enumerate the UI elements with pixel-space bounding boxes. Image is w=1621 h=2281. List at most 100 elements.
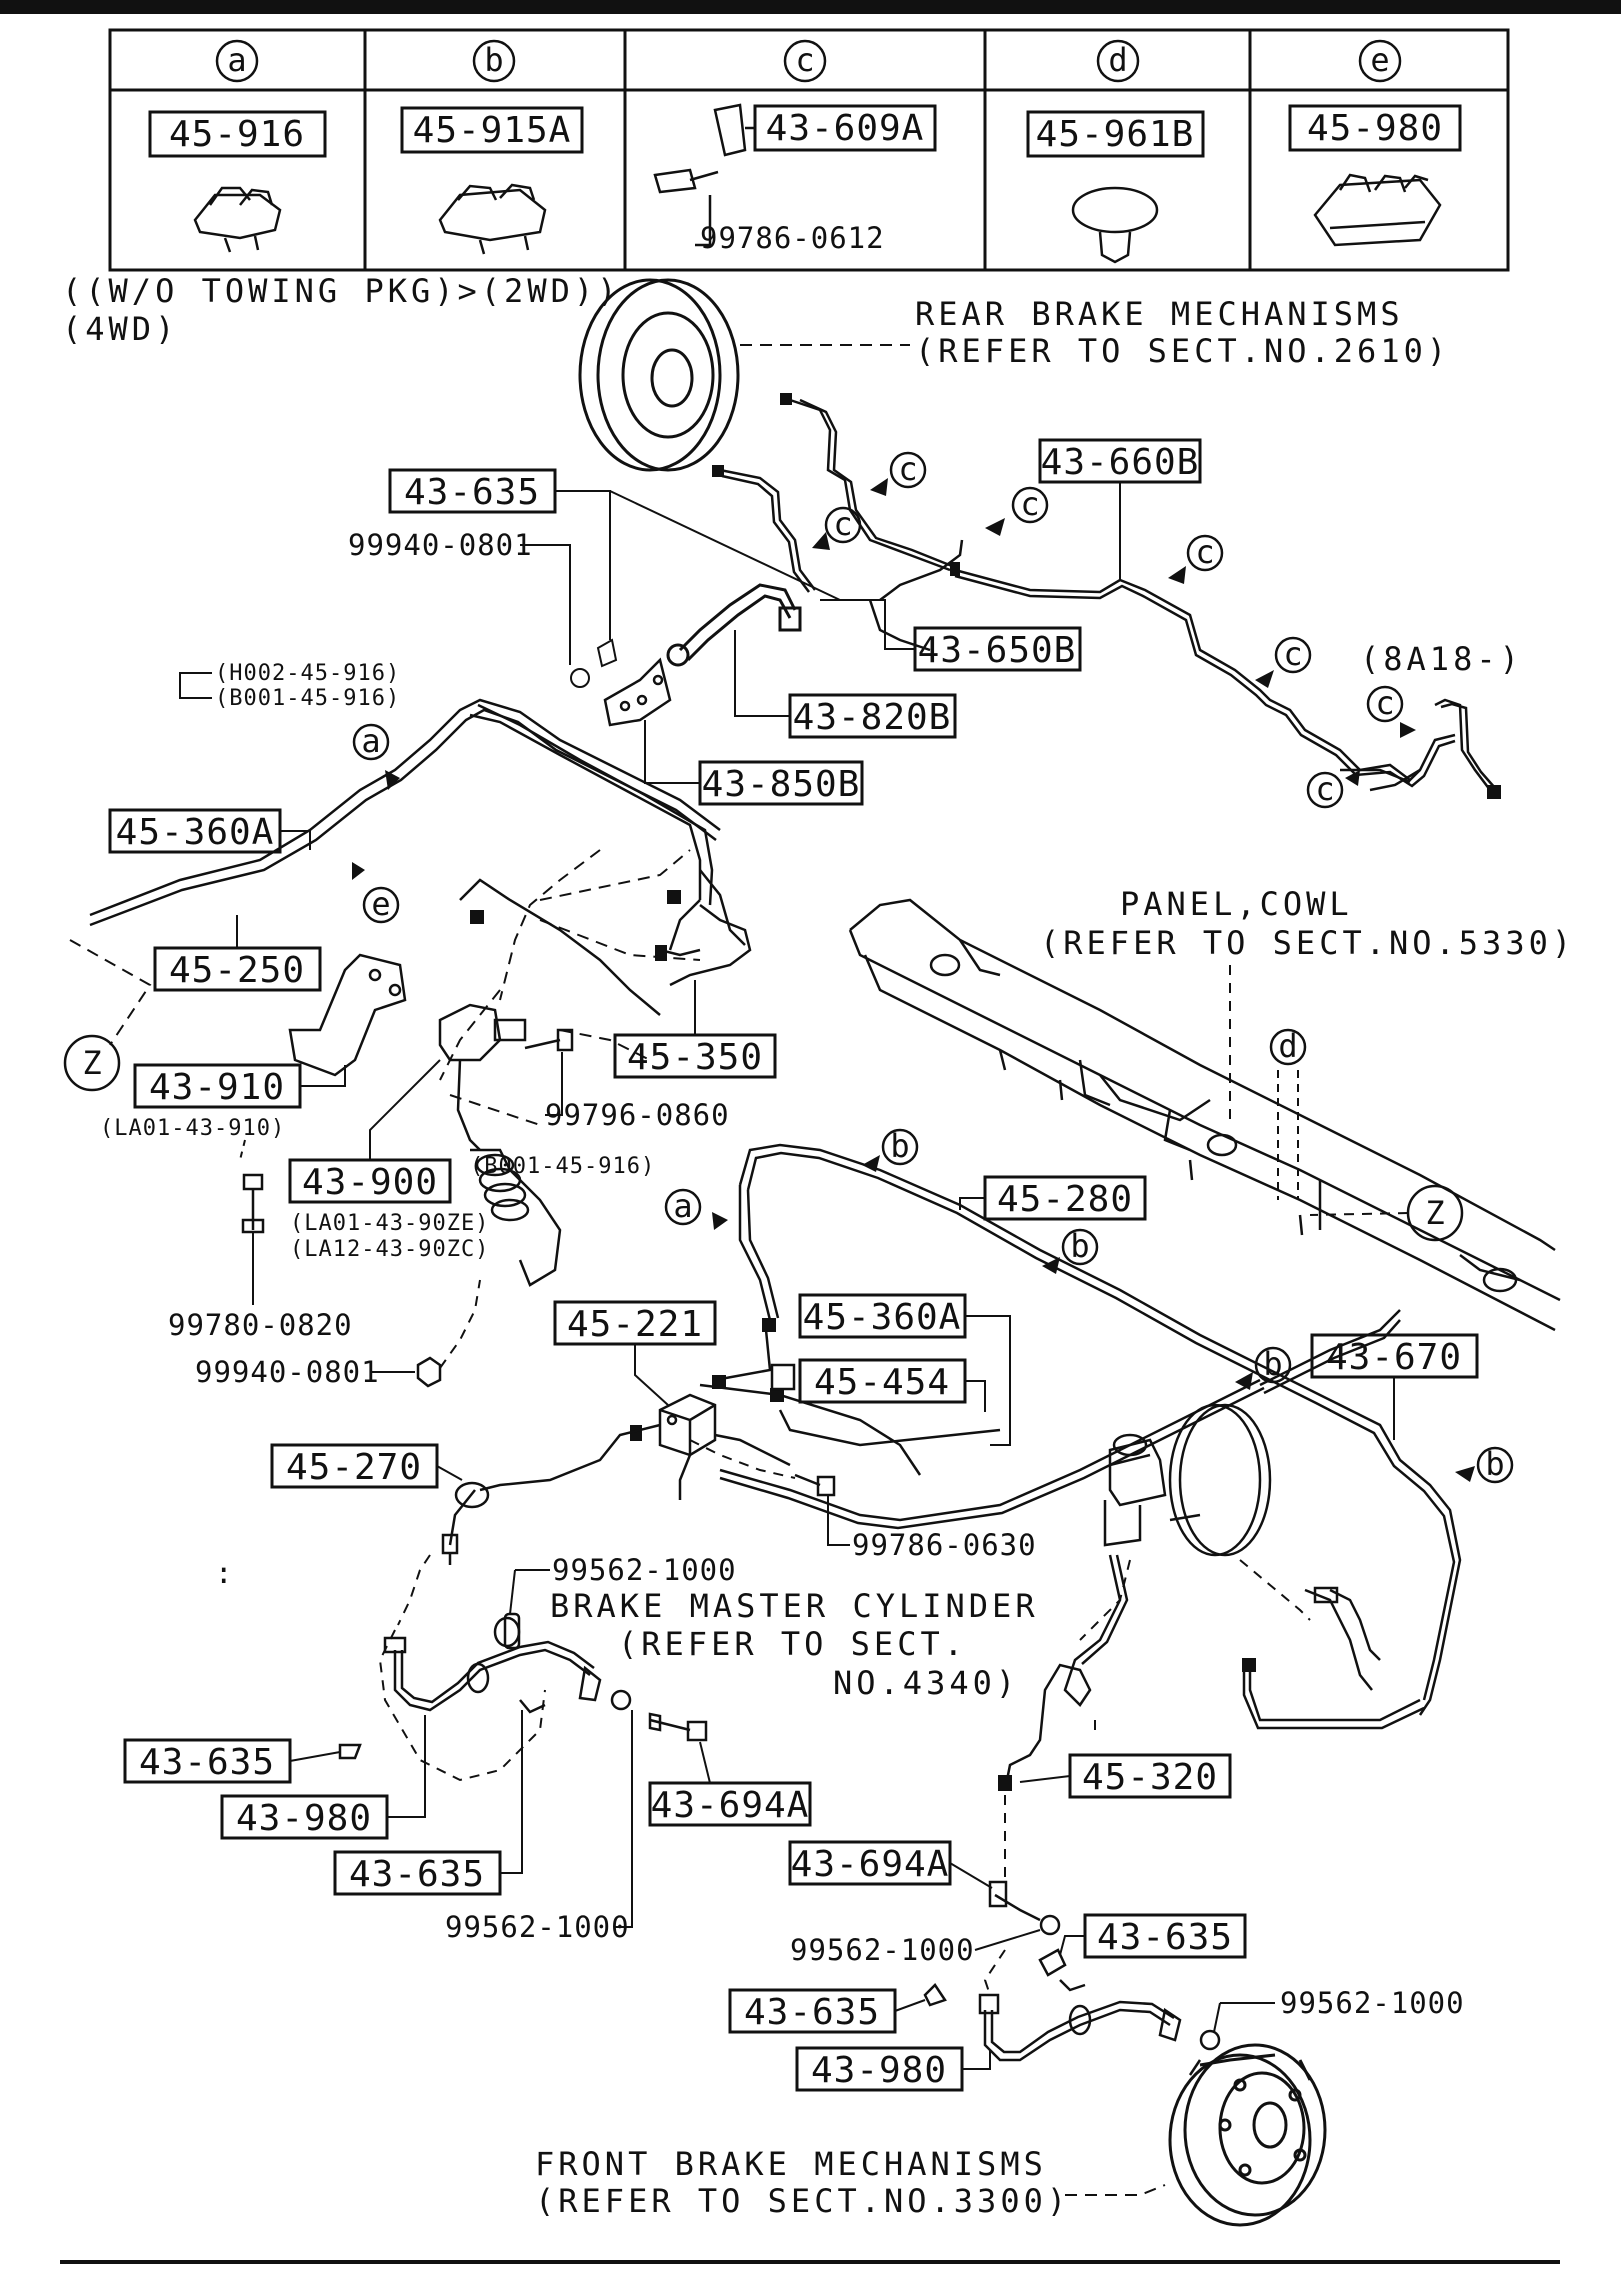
- front-brake-note-1: FRONT BRAKE MECHANISMS: [535, 2145, 1047, 2183]
- svg-text:d: d: [1108, 41, 1127, 79]
- leader-99796-0860: [545, 1052, 563, 1116]
- callout-a-top: a: [352, 722, 390, 761]
- svg-text:b: b: [890, 1127, 909, 1165]
- svg-text:b: b: [1263, 1345, 1282, 1383]
- svg-text:45-221: 45-221: [567, 1304, 703, 1345]
- front-brake-leader: [1065, 2184, 1166, 2196]
- dashed-right-front: [983, 1949, 1006, 1996]
- svg-text:43-910: 43-910: [149, 1067, 285, 1108]
- leader-43-980-l: [387, 1715, 426, 1818]
- svg-text:43-900: 43-900: [302, 1162, 438, 1203]
- leader-45-270: [436, 1465, 463, 1481]
- bolt-99796-icon: [524, 1028, 574, 1052]
- leader-43-650b: [820, 599, 915, 650]
- rear-brake-note-2: (REFER TO SECT.NO.2610): [915, 332, 1450, 370]
- leader-43-635-top: [555, 490, 611, 640]
- proportioning-valve-icon: [438, 1003, 562, 1287]
- svg-text:45-280: 45-280: [997, 1179, 1133, 1220]
- box-45-454: 45-454: [798, 1358, 967, 1404]
- box-45-360a-mid: 45-360A: [798, 1293, 967, 1339]
- left-fittings: [470, 890, 681, 961]
- ref-bracket: [179, 672, 212, 699]
- svg-text:c: c: [1375, 684, 1394, 722]
- svg-text:b: b: [1485, 1445, 1504, 1483]
- leader-45-360a-mid: [965, 1315, 1011, 1446]
- box-45-280: 45-280: [983, 1175, 1147, 1221]
- svg-text:b: b: [484, 41, 503, 79]
- master-cyl-note-2: (REFER TO SECT.: [618, 1625, 967, 1663]
- leader-43-635-l1: [289, 1751, 341, 1762]
- svg-text:a: a: [361, 722, 380, 760]
- leader-45-280: [959, 1197, 985, 1210]
- leader-99786-0630: [827, 1495, 850, 1546]
- legend-part-a: 45-916: [148, 110, 327, 158]
- svg-text:Z: Z: [82, 1044, 101, 1082]
- ref-la01-90ze: (LA01-43-90ZE): [290, 1211, 489, 1236]
- svg-text:43-670: 43-670: [1326, 1337, 1462, 1378]
- box-43-635-r1: 43-635: [1083, 1913, 1247, 1959]
- master-cyl-note-3: NO.4340): [833, 1664, 1019, 1702]
- ref-h002: (H002-45-916): [215, 661, 400, 686]
- svg-text:c: c: [1283, 635, 1302, 673]
- panel-cowl-note-2: (REFER TO SECT.NO.5330): [1040, 924, 1575, 962]
- bolt-99786-0630-icon: [794, 1473, 836, 1497]
- label-99562-1000-b: 99562-1000: [445, 1910, 630, 1944]
- arrow-b-2: [1042, 1257, 1060, 1274]
- master-cyl-note-1: BRAKE MASTER CYLINDER: [550, 1587, 1039, 1625]
- leader-45-360a-left: [280, 830, 311, 850]
- legend-letter-d: d: [1096, 39, 1140, 83]
- box-43-980-r: 43-980: [795, 2046, 964, 2092]
- box-45-221: 45-221: [553, 1300, 717, 1346]
- callout-b-3: b: [1254, 1345, 1292, 1384]
- box-43-650b: 43-650B: [913, 626, 1082, 672]
- svg-text:43-694A: 43-694A: [651, 1785, 810, 1826]
- fitting-45-320: [998, 1775, 1012, 1791]
- callout-z-right: Z: [1406, 1184, 1464, 1242]
- front-brake-note-2: (REFER TO SECT.NO.3300): [535, 2182, 1070, 2220]
- leader-43-635-l2: [500, 1710, 523, 1874]
- drive-note: (4WD): [62, 310, 178, 348]
- svg-text:c: c: [833, 505, 852, 543]
- svg-text:45-916: 45-916: [169, 114, 305, 155]
- svg-text:a: a: [673, 1187, 692, 1225]
- leader-43-850b: [644, 720, 700, 784]
- label-99796-0860: 99796-0860: [545, 1098, 730, 1132]
- loop-line-45-320: [1003, 1554, 1129, 1791]
- panel-cowl-note-1: PANEL,COWL: [1120, 885, 1353, 923]
- box-45-320: 45-320: [1068, 1753, 1232, 1799]
- label-99562-1000-a: 99562-1000: [552, 1553, 737, 1587]
- leader-99562-c: [974, 1929, 1041, 1951]
- callout-c-group: c c c c c c c: [824, 450, 1404, 809]
- box-45-270: 45-270: [270, 1443, 439, 1489]
- leader-99940-0801-top: [520, 544, 571, 665]
- svg-text:45-360A: 45-360A: [803, 1297, 962, 1338]
- d-dashed: [1277, 1070, 1299, 1200]
- leader-43-900: [369, 1059, 441, 1160]
- svg-text:43-820B: 43-820B: [793, 697, 952, 738]
- dashed-master-cyl: [1079, 1559, 1131, 1641]
- callout-arrows-c: [812, 478, 1416, 786]
- arrow-b-1: [862, 1155, 880, 1172]
- dashed-99780: [239, 1139, 246, 1161]
- union-45-454-icon: [770, 1363, 796, 1391]
- z-left-dashed: [69, 939, 152, 1046]
- serial-note: (8A18-): [1360, 640, 1523, 678]
- box-45-360a-left: 45-360A: [108, 808, 282, 854]
- box-43-900: 43-900: [288, 1158, 452, 1204]
- label-99780-0820: 99780-0820: [168, 1308, 353, 1342]
- svg-text:e: e: [371, 885, 390, 923]
- box-45-250: 45-250: [153, 946, 322, 992]
- svg-text:43-635: 43-635: [1097, 1917, 1233, 1958]
- box-43-820b: 43-820B: [788, 693, 957, 739]
- leader-99562-a2: [509, 1569, 516, 1615]
- svg-text:43-980: 43-980: [811, 2050, 947, 2091]
- leader-43-910: [300, 1065, 346, 1087]
- mid-fittings: [630, 1318, 1256, 1672]
- svg-text:43-635: 43-635: [349, 1854, 485, 1895]
- legend-part-c: 43-609A: [753, 104, 937, 152]
- left-front-area: [338, 1533, 708, 1782]
- leader-43-635-top-b: [609, 490, 841, 601]
- svg-text:c: c: [1315, 770, 1334, 808]
- clip-e-icon: [1313, 173, 1442, 247]
